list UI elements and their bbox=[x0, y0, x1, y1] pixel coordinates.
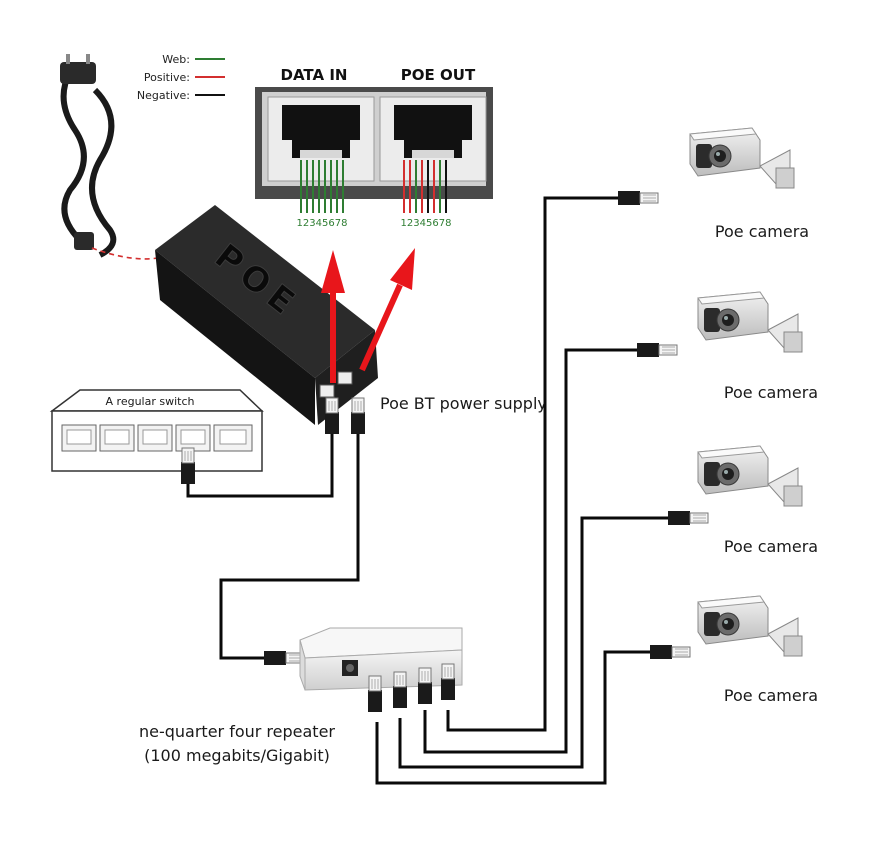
repeater-port-4-connector bbox=[440, 663, 456, 701]
data-in-socket bbox=[267, 96, 375, 182]
injector-port-poe-out bbox=[337, 371, 353, 385]
repeater-label-line2: (100 megabits/Gigabit) bbox=[144, 746, 330, 765]
camera-icon bbox=[689, 127, 795, 189]
injector-port-data-in bbox=[319, 384, 335, 398]
legend-positive-label: Positive: bbox=[144, 71, 190, 84]
cable-switch-to-injector bbox=[186, 434, 334, 498]
cable-repeater-to-camera-1 bbox=[446, 196, 618, 732]
cable-repeater-to-camera-3 bbox=[398, 516, 668, 769]
plug-icon bbox=[60, 62, 96, 84]
cable-repeater-to-camera-2 bbox=[423, 348, 637, 754]
connector-switch bbox=[180, 447, 196, 485]
cable-repeater-to-camera-4 bbox=[375, 650, 650, 785]
injector-label: Poe BT power supply bbox=[380, 394, 547, 413]
camera-icon bbox=[697, 445, 803, 507]
poe-out-pins bbox=[403, 160, 447, 213]
arrow-head-poe-out bbox=[390, 248, 415, 290]
power-cord bbox=[60, 54, 159, 260]
legend-web-label: Web: bbox=[162, 53, 190, 66]
repeater-port-3-connector bbox=[417, 667, 433, 705]
rj45-socket-closeup: 12345678 12345678 bbox=[255, 87, 493, 229]
connector-camera-1 bbox=[617, 190, 659, 206]
data-in-label: DATA IN bbox=[281, 66, 348, 84]
poe-out-pin-numbers: 12345678 bbox=[401, 218, 452, 229]
camera-3: Poe camera bbox=[697, 445, 818, 556]
camera-1-label: Poe camera bbox=[715, 222, 809, 241]
camera-3-label: Poe camera bbox=[724, 537, 818, 556]
camera-2: Poe camera bbox=[697, 291, 818, 402]
camera-icon bbox=[697, 291, 803, 353]
repeater-label-line1: ne-quarter four repeater bbox=[139, 722, 335, 741]
camera-2-label: Poe camera bbox=[724, 383, 818, 402]
connector-camera-4 bbox=[649, 644, 691, 660]
switch-ports bbox=[61, 424, 253, 452]
legend-negative-label: Negative: bbox=[137, 89, 190, 102]
camera-4: Poe camera bbox=[697, 595, 818, 705]
camera-4-label: Poe camera bbox=[724, 686, 818, 705]
wire-legend: Web: Positive: Negative: bbox=[137, 53, 225, 102]
connector-injector-data-in bbox=[324, 397, 340, 435]
repeater-port-2-connector bbox=[392, 671, 408, 709]
camera-icon bbox=[697, 595, 803, 657]
port-mapping-arrows bbox=[321, 248, 415, 383]
cable-injector-to-repeater bbox=[219, 434, 360, 660]
connector-repeater-input bbox=[263, 650, 305, 666]
regular-switch bbox=[49, 389, 264, 472]
arrow-head-data-in bbox=[321, 250, 345, 293]
data-in-pin-numbers: 12345678 bbox=[297, 218, 348, 229]
connector-camera-2 bbox=[636, 342, 678, 358]
switch-label: A regular switch bbox=[106, 395, 195, 408]
connector-injector-poe-out bbox=[350, 397, 366, 435]
network-cables bbox=[186, 196, 668, 785]
connector-camera-3 bbox=[667, 510, 709, 526]
repeater-port-1-connector bbox=[367, 675, 383, 713]
data-in-pins bbox=[300, 160, 344, 213]
camera-1: Poe camera bbox=[689, 127, 809, 241]
poe-out-label: POE OUT bbox=[401, 66, 476, 84]
